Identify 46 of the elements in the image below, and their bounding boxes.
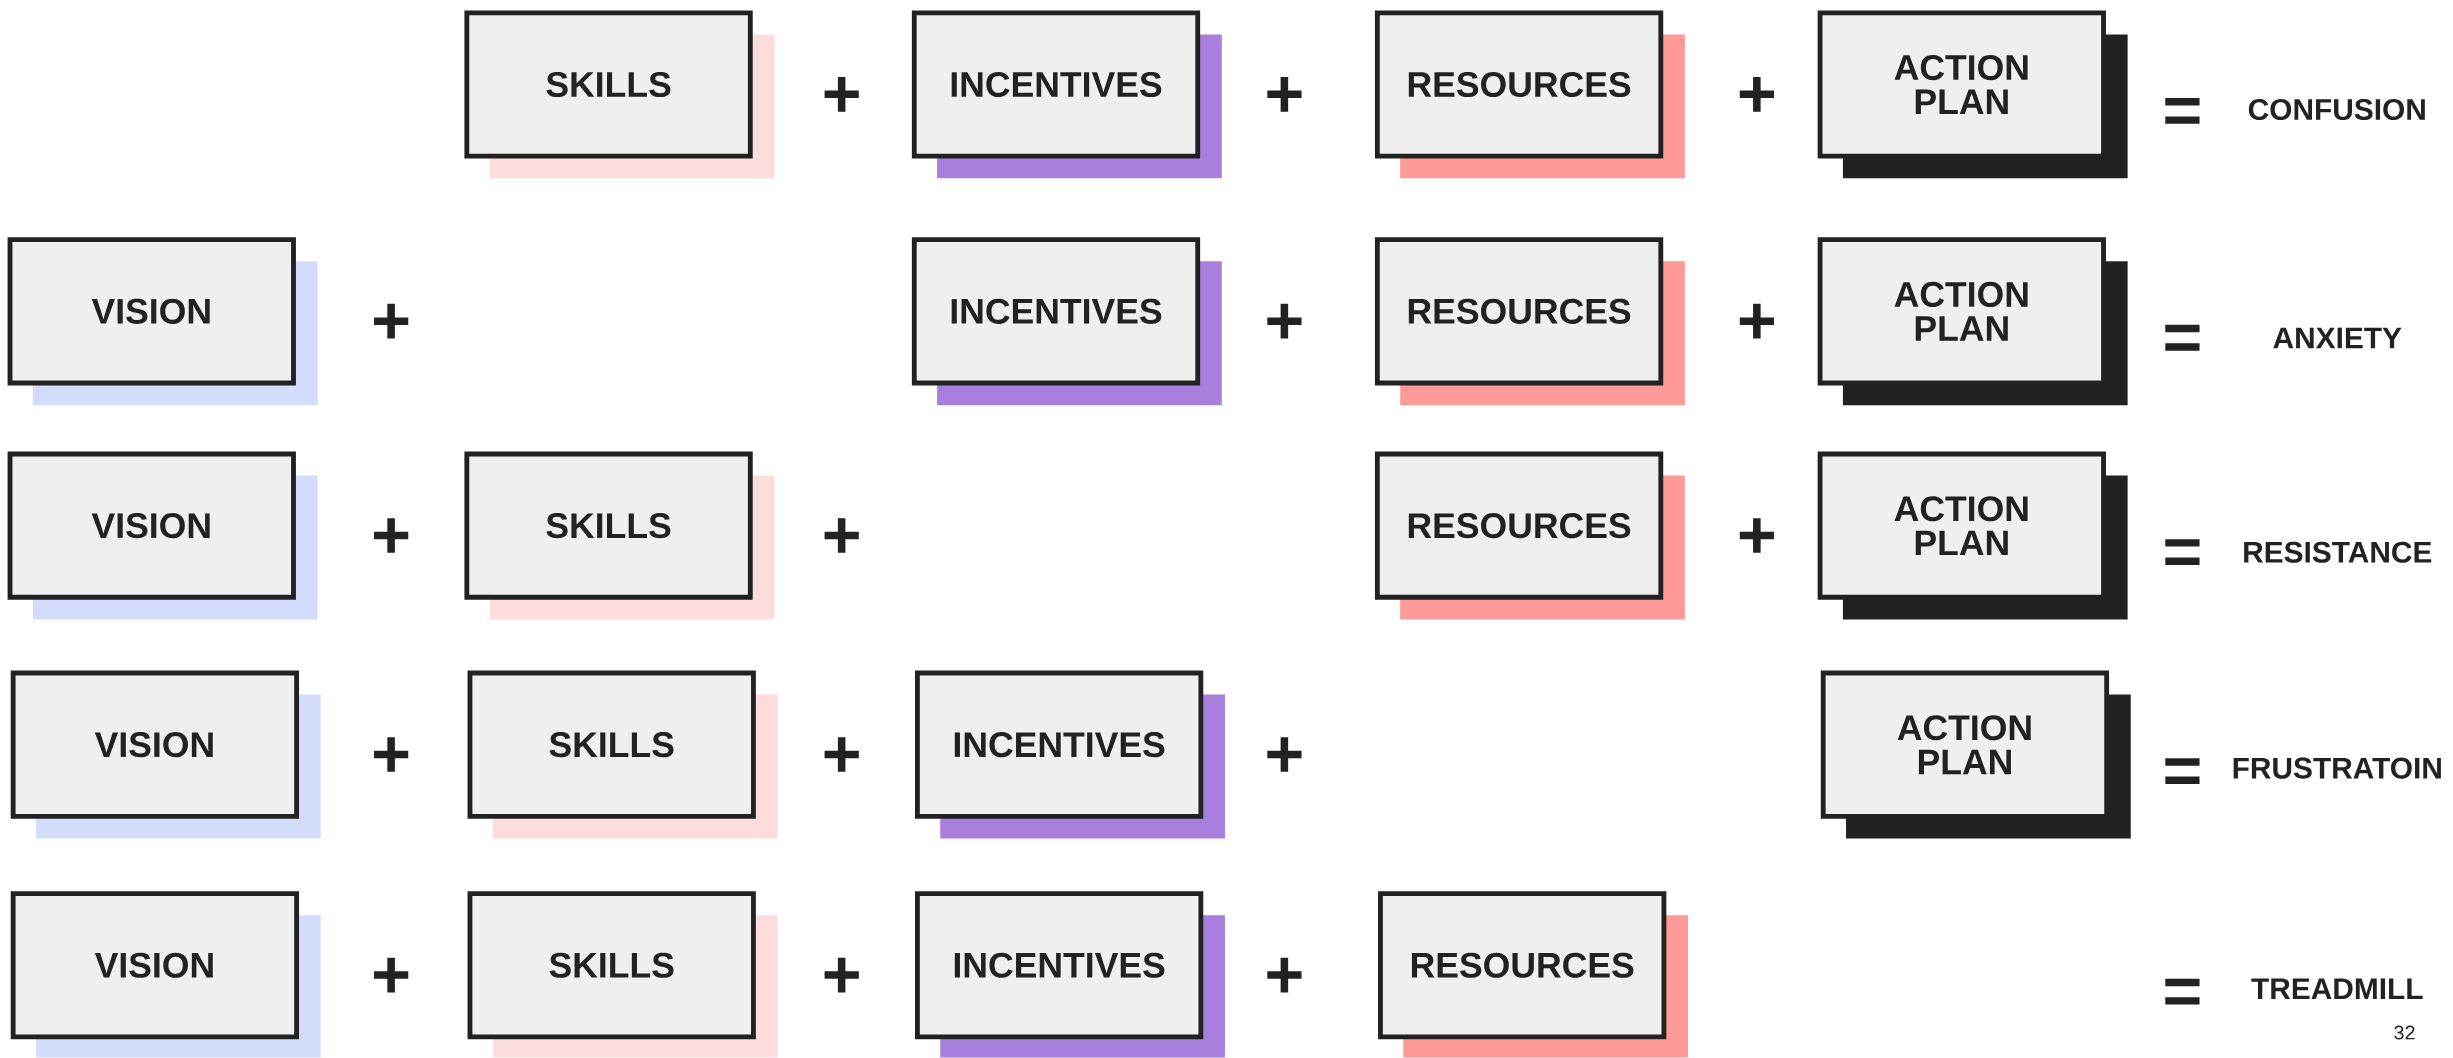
plus-sign: +	[824, 77, 859, 112]
card: SKILLS	[467, 670, 778, 839]
page-number: 32	[2394, 1025, 2415, 1040]
outcome-label: ANXIETY	[2273, 327, 2402, 349]
plus-sign: +	[824, 737, 859, 773]
equals-sign: =	[2165, 758, 2200, 785]
card: ACTION PLAN	[1817, 10, 2128, 179]
card: RESOURCES	[1374, 237, 1685, 406]
card: SKILLS	[464, 451, 775, 620]
card: RESOURCES	[1374, 10, 1685, 179]
equals-sign: =	[2165, 325, 2200, 351]
plus-sign: +	[374, 304, 409, 339]
plus-sign: +	[1267, 958, 1302, 993]
equals-sign: =	[2165, 979, 2200, 1005]
card: ACTION PLAN	[1820, 670, 2131, 839]
card: VISION	[10, 670, 321, 839]
plus-sign: +	[1267, 737, 1302, 773]
plus-sign: +	[1267, 304, 1302, 339]
outcome-label: RESISTANCE	[2244, 541, 2432, 564]
outcome-label: FRUSTRATOIN	[2233, 757, 2441, 779]
plus-sign: +	[1739, 304, 1774, 339]
plus-sign: +	[374, 518, 409, 554]
card: RESOURCES	[1374, 451, 1685, 620]
plus-sign: +	[1739, 77, 1774, 112]
card: INCENTIVES	[911, 10, 1222, 179]
card: ACTION PLAN	[1817, 451, 2128, 620]
plus-sign: +	[1739, 518, 1774, 554]
card: VISION	[10, 891, 321, 1058]
plus-sign: +	[374, 737, 409, 773]
equals-sign: =	[2165, 539, 2200, 566]
plus-sign: +	[374, 958, 409, 993]
card: VISION	[7, 237, 318, 406]
equals-sign: =	[2165, 98, 2200, 125]
card: INCENTIVES	[914, 670, 1225, 839]
plus-sign: +	[824, 958, 859, 993]
plus-sign: +	[1267, 77, 1302, 112]
outcome-label: CONFUSION	[2248, 99, 2425, 121]
card: RESOURCES	[1378, 891, 1688, 1058]
outcome-label: TREADMILL	[2251, 978, 2423, 1000]
card: ACTION PLAN	[1817, 237, 2128, 406]
card: SKILLS	[467, 891, 778, 1058]
card: VISION	[7, 451, 318, 620]
card: INCENTIVES	[914, 891, 1225, 1058]
card: INCENTIVES	[911, 237, 1222, 406]
plus-sign: +	[824, 518, 859, 554]
card: SKILLS	[464, 10, 775, 179]
